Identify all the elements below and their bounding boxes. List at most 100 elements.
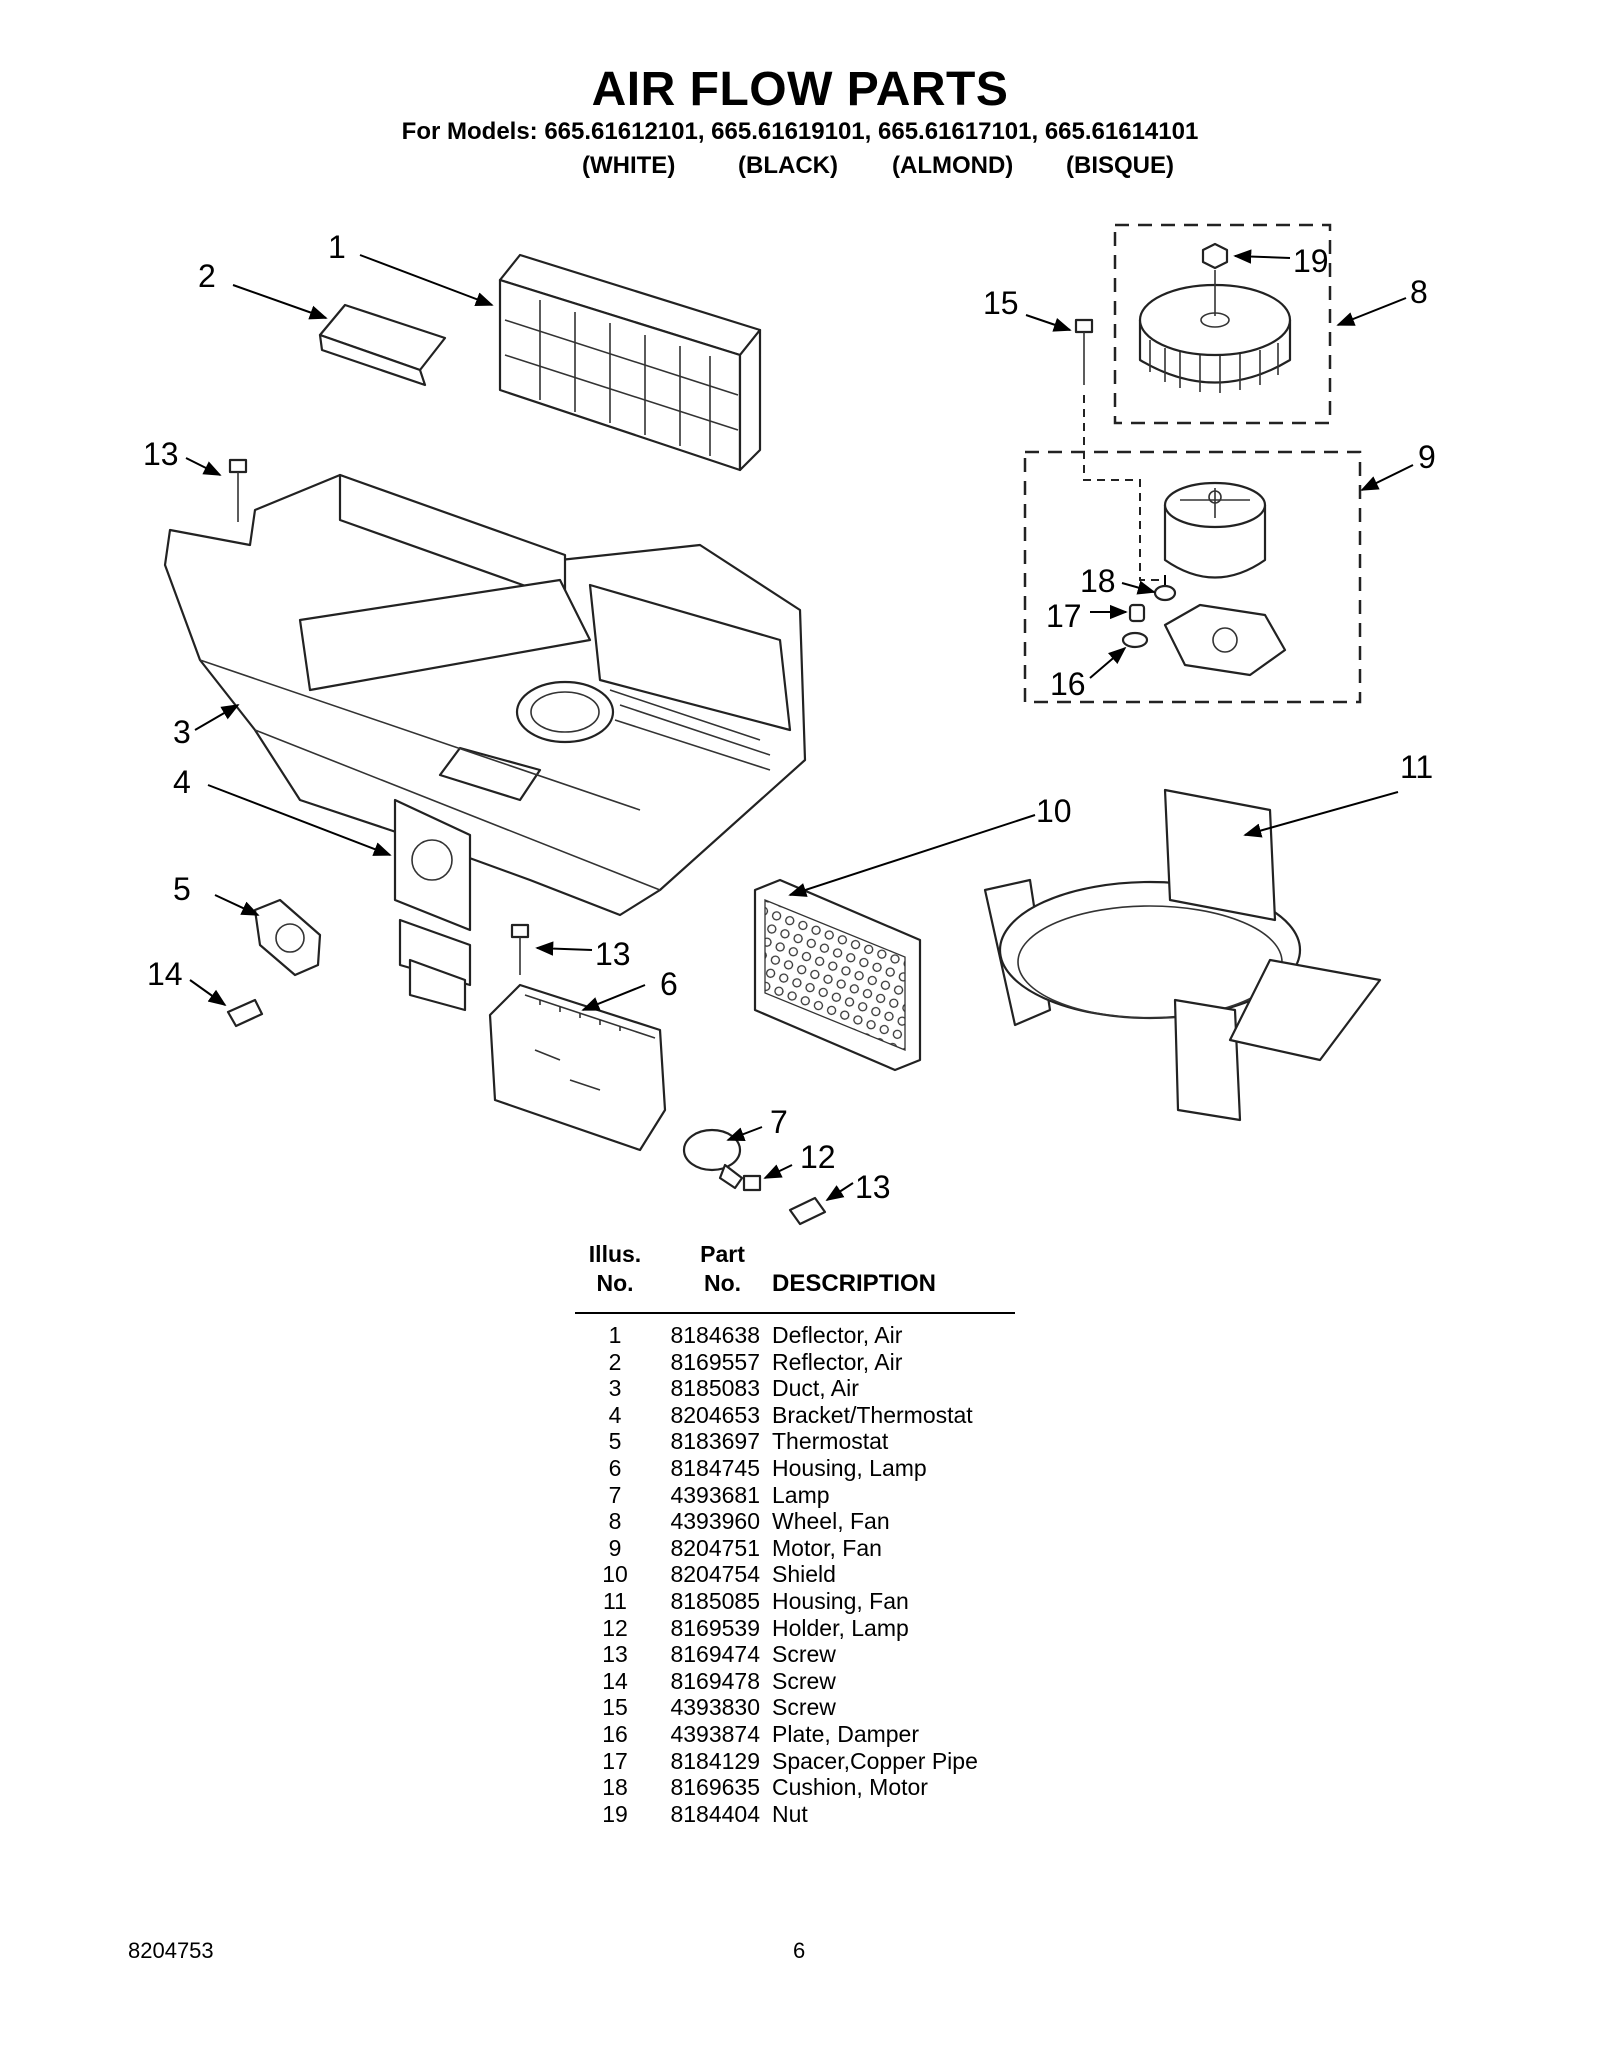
part-4-thermostat-bracket	[393, 798, 472, 1012]
description: Holder, Lamp	[772, 1614, 909, 1641]
callout-3: 3	[173, 714, 191, 750]
part-no: 8184404	[670, 1800, 760, 1827]
part-13-screw-mid	[510, 923, 530, 975]
part-no: 8169635	[670, 1774, 760, 1801]
part-no: 8185083	[670, 1375, 760, 1402]
table-row: 14 8169478 Screw	[575, 1668, 1015, 1695]
part-17-copper-pipe-spacer	[1128, 603, 1146, 623]
part-no: 4393960	[670, 1508, 760, 1535]
part-8-fan-wheel	[1113, 223, 1332, 425]
table-row: 4 8204653 Bracket/Thermostat	[575, 1402, 1015, 1429]
part-no: 4393874	[670, 1720, 760, 1747]
table-row: 2 8169557 Reflector, Air	[575, 1349, 1015, 1376]
part-no: 8204754	[670, 1561, 760, 1588]
callout-12: 12	[800, 1139, 836, 1175]
callout-labels: 1 2 13 3 4 5 14 13 6 7 12 13 10 11 19 8 …	[143, 229, 1436, 1205]
illus-no: 2	[608, 1348, 622, 1375]
description: Housing, Lamp	[772, 1454, 927, 1481]
table-row: 15 4393830 Screw	[575, 1694, 1015, 1721]
page-number: 6	[793, 1938, 806, 1963]
doc-number: 8204753	[128, 1938, 214, 1963]
header-rule	[575, 1312, 1015, 1314]
callout-19: 19	[1293, 243, 1329, 279]
part-16-damper-plate	[1163, 603, 1287, 677]
description: Reflector, Air	[772, 1348, 903, 1375]
header-illus-no: Illus. No.	[588, 1241, 642, 1296]
callout-18: 18	[1080, 563, 1116, 599]
callout-6: 6	[660, 966, 678, 1002]
description: Housing, Fan	[772, 1587, 909, 1614]
description: Nut	[772, 1800, 808, 1827]
table-row: 16 4393874 Plate, Damper	[575, 1721, 1015, 1748]
callout-17: 17	[1046, 598, 1082, 634]
illus-no: 5	[608, 1428, 622, 1455]
part-3-air-duct	[163, 473, 807, 917]
description: Screw	[772, 1641, 836, 1668]
callout-9: 9	[1418, 439, 1436, 475]
part-5-thermostat	[253, 898, 322, 977]
part-7-lamp	[682, 1128, 744, 1190]
part-no: 4393681	[670, 1481, 760, 1508]
color-white: (WHITE)	[582, 152, 676, 179]
callout-11: 11	[1400, 749, 1433, 785]
part-no: 8204653	[670, 1401, 760, 1428]
illus-no: 16	[602, 1720, 628, 1747]
illus-no: 17	[602, 1747, 628, 1774]
illus-no: 13	[602, 1641, 628, 1668]
illus-no: 9	[608, 1534, 622, 1561]
description: Wheel, Fan	[772, 1508, 890, 1535]
callout-13-a: 13	[143, 436, 179, 472]
description: Spacer,Copper Pipe	[772, 1747, 978, 1774]
part-2-air-reflector	[318, 303, 447, 387]
illus-no: 3	[608, 1375, 622, 1402]
callout-16: 16	[1050, 666, 1086, 702]
part-13-screw-bottom	[788, 1196, 827, 1226]
illus-no: 15	[602, 1694, 628, 1721]
illus-no: 14	[602, 1667, 628, 1694]
part-no: 8185085	[670, 1587, 760, 1614]
models-line: For Models: 665.61612101, 665.61619101, …	[401, 118, 1199, 145]
part-no: 8184638	[670, 1322, 760, 1348]
part-no: 4393830	[670, 1694, 760, 1721]
part-16-washer	[1121, 631, 1149, 649]
part-9-fan-motor	[1023, 450, 1362, 704]
color-bisque: (BISQUE)	[1066, 152, 1174, 179]
header-part-no: Part No.	[700, 1241, 745, 1296]
callout-14: 14	[147, 956, 183, 992]
part-no: 8169478	[670, 1667, 760, 1694]
illus-no: 6	[608, 1454, 622, 1481]
description: Screw	[772, 1667, 836, 1694]
part-no: 8184129	[670, 1747, 760, 1774]
part-1-air-deflector	[498, 253, 762, 472]
description: Shield	[772, 1561, 836, 1588]
part-15-screw	[1074, 318, 1165, 581]
callout-2: 2	[198, 258, 216, 294]
illus-no: 4	[608, 1401, 622, 1428]
part-no: 8183697	[670, 1428, 760, 1455]
illus-no: 7	[608, 1481, 622, 1508]
description: Bracket/Thermostat	[772, 1401, 973, 1428]
description: Screw	[772, 1694, 836, 1721]
description: Plate, Damper	[772, 1720, 920, 1747]
description: Deflector, Air	[772, 1322, 903, 1348]
callout-5: 5	[173, 871, 191, 907]
part-no: 8169557	[670, 1348, 760, 1375]
part-13-screw-top	[228, 458, 248, 522]
part-19-nut	[1201, 242, 1229, 270]
leader-lines	[185, 249, 1414, 1201]
description: Motor, Fan	[772, 1534, 882, 1561]
illus-no: 11	[603, 1587, 627, 1614]
part-10-shield	[753, 878, 922, 1072]
callout-13-b: 13	[595, 936, 631, 972]
